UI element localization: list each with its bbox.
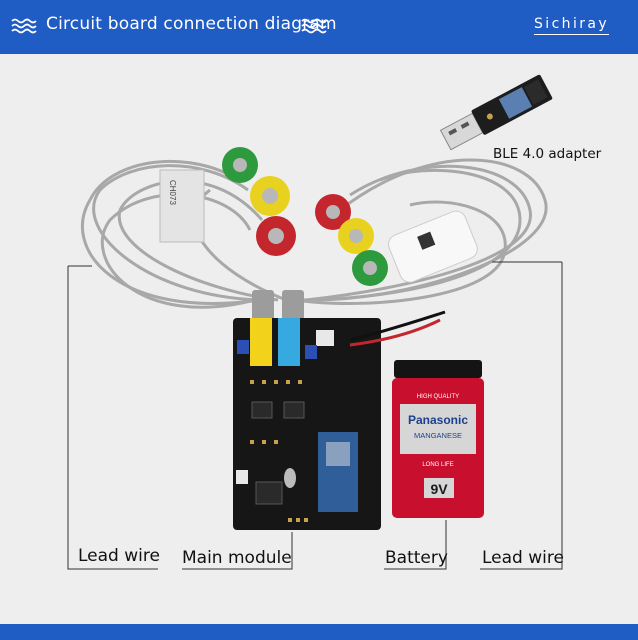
- battery-label: Battery: [385, 548, 448, 568]
- electrode-red-right: [315, 194, 351, 230]
- electrode-red-left: [256, 216, 296, 256]
- svg-text:9V: 9V: [430, 481, 448, 497]
- wave-icon: [301, 18, 327, 34]
- plug-connectors: [252, 290, 304, 320]
- lead-wire-left-label: Lead wire: [78, 546, 160, 566]
- brand-link[interactable]: Sichiray: [534, 16, 610, 35]
- lead-wire-right-image: [295, 158, 548, 305]
- battery-image: HIGH QUALITY Panasonic MANGANESE LONG LI…: [392, 360, 484, 518]
- svg-text:Panasonic: Panasonic: [408, 413, 468, 427]
- main-module-image: [233, 318, 381, 530]
- main-module-label: Main module: [182, 548, 292, 568]
- page-title: Circuit board connection diagram: [46, 14, 337, 34]
- cable-tag: CH073: [159, 169, 205, 243]
- electrode-yellow-right: [338, 218, 374, 254]
- product-photo: CH073: [67, 74, 563, 570]
- electrode-yellow-left: [250, 176, 290, 216]
- electrode-green-left: [222, 147, 258, 183]
- lead-wire-right-label: Lead wire: [482, 548, 564, 568]
- electrode-green-right: [352, 250, 388, 286]
- wave-icon: [11, 18, 37, 34]
- lead-wire-left-image: [80, 159, 287, 309]
- ble-adapter-label: BLE 4.0 adapter: [493, 146, 602, 162]
- leader-lines: [67, 261, 563, 570]
- svg-text:CH073: CH073: [168, 180, 177, 205]
- svg-text:LONG LIFE: LONG LIFE: [422, 462, 453, 468]
- svg-text:MANGANESE: MANGANESE: [414, 431, 462, 440]
- header-bar: Circuit board connection diagram Sichira…: [0, 0, 638, 54]
- cable-label-right: [388, 210, 478, 283]
- ble-adapter-image: [439, 74, 553, 151]
- footer-bar: [0, 624, 638, 640]
- svg-text:HIGH QUALITY: HIGH QUALITY: [417, 394, 459, 400]
- battery-wires: [349, 310, 446, 347]
